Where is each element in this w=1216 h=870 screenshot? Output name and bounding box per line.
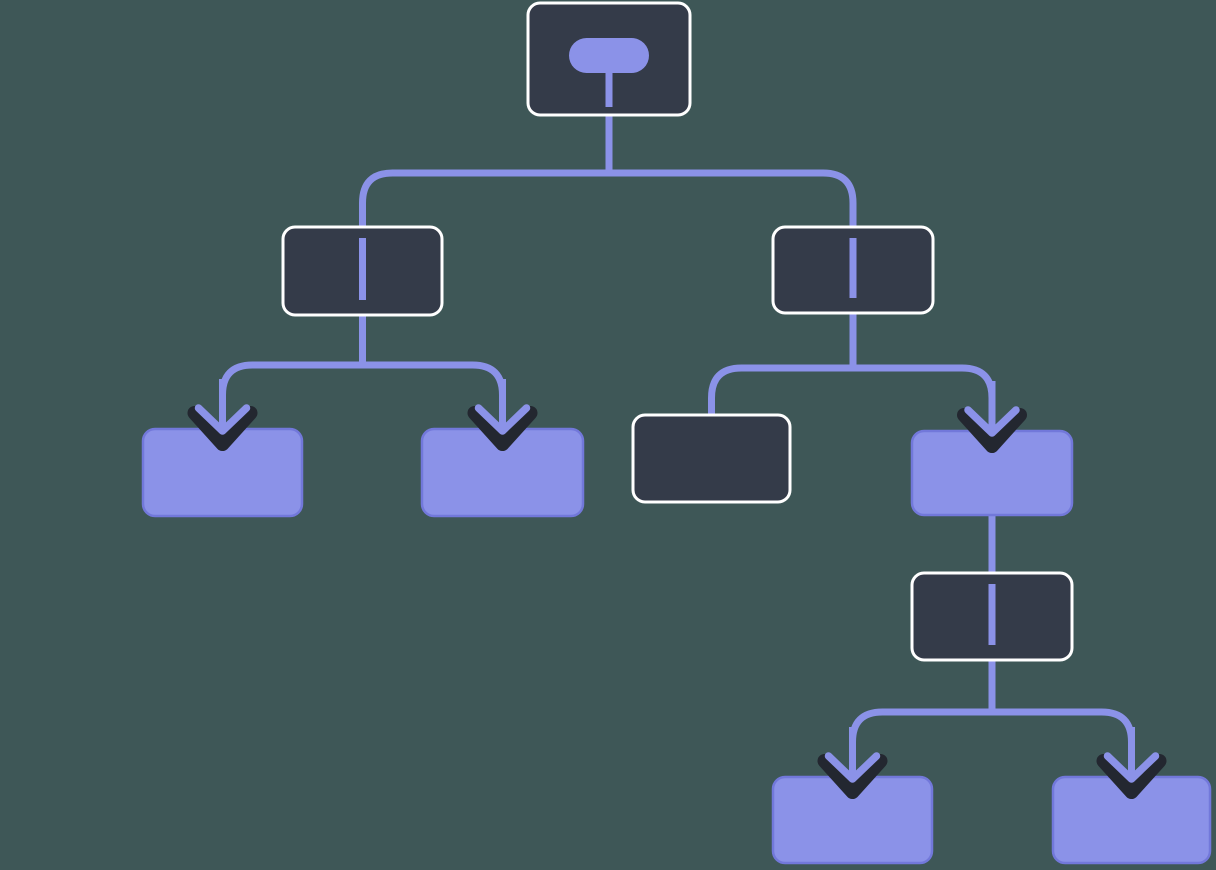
node-layer (141, 1, 1212, 865)
pill-icon (569, 38, 649, 73)
chevron-down-icon (957, 408, 1027, 453)
node-glyph-layer (359, 38, 996, 645)
chevron-down-icon (1096, 754, 1167, 799)
arrow-layer (187, 379, 1167, 799)
flowchart-node-empty-dark[interactable] (631, 413, 792, 504)
arrowhead-icon (1103, 752, 1160, 783)
arrowhead-icon (964, 406, 1020, 437)
arrowhead-icon (194, 404, 251, 435)
arrowhead-icon (824, 752, 881, 783)
chevron-down-icon (817, 754, 888, 799)
chevron-down-icon (467, 406, 538, 451)
arrowhead-icon (474, 404, 531, 435)
chevron-down-icon (187, 406, 258, 451)
